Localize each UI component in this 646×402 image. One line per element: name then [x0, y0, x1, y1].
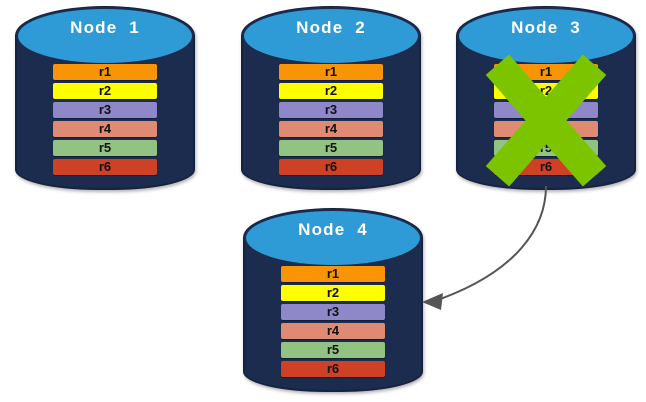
row-r4[interactable]: r4	[279, 121, 383, 137]
row-r5[interactable]: r5	[494, 140, 598, 156]
row-r1[interactable]: r1	[494, 64, 598, 80]
cylinder-top-ellipse	[16, 7, 194, 65]
node-title: Node 2	[296, 18, 366, 37]
row-r3[interactable]: r3	[279, 102, 383, 118]
row-r2[interactable]: r2	[53, 83, 157, 99]
row-r1[interactable]: r1	[53, 64, 157, 80]
row-r3[interactable]: r3	[281, 304, 385, 320]
row-r6[interactable]: r6	[53, 159, 157, 175]
row-r6[interactable]: r6	[494, 159, 598, 175]
node-cylinder-4[interactable]: Node 4 r1 r2 r3 r4 r5 r6	[243, 208, 423, 392]
node-title: Node 3	[511, 18, 581, 37]
row-r5[interactable]: r5	[53, 140, 157, 156]
row-r3[interactable]: r3	[494, 102, 598, 118]
row-r4[interactable]: r4	[53, 121, 157, 137]
row-r5[interactable]: r5	[281, 342, 385, 358]
node-title: Node 1	[70, 18, 140, 37]
row-r4[interactable]: r4	[494, 121, 598, 137]
arrow-path	[431, 185, 547, 303]
row-r6[interactable]: r6	[279, 159, 383, 175]
row-r4[interactable]: r4	[281, 323, 385, 339]
row-r1[interactable]: r1	[279, 64, 383, 80]
row-list: r1 r2 r3 r4 r5 r6	[53, 64, 157, 175]
node-cylinder-1[interactable]: Node 1 r1 r2 r3 r4 r5 r6	[15, 6, 195, 190]
row-r6[interactable]: r6	[281, 361, 385, 377]
row-list: r1 r2 r3 r4 r5 r6	[494, 64, 598, 175]
row-list: r1 r2 r3 r4 r5 r6	[281, 266, 385, 377]
node-title: Node 4	[298, 220, 368, 239]
node-cylinder-2[interactable]: Node 2 r1 r2 r3 r4 r5 r6	[241, 6, 421, 190]
arrow-head	[422, 293, 443, 310]
row-list: r1 r2 r3 r4 r5 r6	[279, 64, 383, 175]
row-r2[interactable]: r2	[281, 285, 385, 301]
row-r2[interactable]: r2	[279, 83, 383, 99]
cylinder-top-ellipse	[244, 209, 422, 267]
node-cylinder-3[interactable]: Node 3 r1 r2 r3 r4 r5 r6	[456, 6, 636, 190]
cylinder-top-ellipse	[242, 7, 420, 65]
row-r5[interactable]: r5	[279, 140, 383, 156]
row-r3[interactable]: r3	[53, 102, 157, 118]
row-r1[interactable]: r1	[281, 266, 385, 282]
row-r2[interactable]: r2	[494, 83, 598, 99]
